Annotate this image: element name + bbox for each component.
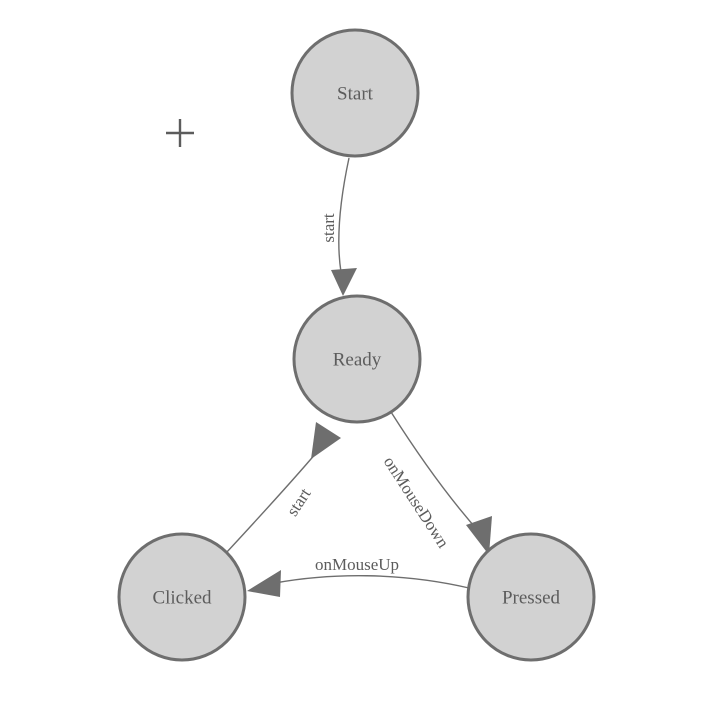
edge-pressed-to-clicked-label: onMouseUp: [315, 555, 399, 574]
node-clicked[interactable]: Clicked: [117, 532, 247, 662]
edge-ready-to-pressed[interactable]: onMouseDown: [380, 411, 492, 555]
node-clicked-label: Clicked: [152, 587, 212, 608]
node-ready-circle: [292, 294, 422, 424]
node-start[interactable]: Start: [290, 28, 420, 158]
node-ready-label: Ready: [333, 349, 382, 370]
edge-pressed-to-clicked[interactable]: onMouseUp: [247, 555, 470, 597]
node-clicked-circle: [117, 532, 247, 662]
node-pressed[interactable]: Pressed: [466, 532, 596, 662]
edge-start-to-ready-label: start: [319, 213, 338, 243]
crosshair-marker-icon: [166, 119, 194, 147]
edge-start-to-ready-arrowhead: [331, 268, 357, 296]
node-start-label: Start: [337, 83, 374, 104]
edge-clicked-to-ready[interactable]: start: [225, 422, 341, 554]
edge-pressed-to-clicked-arrowhead: [247, 570, 281, 597]
edge-ready-to-pressed-label: onMouseDown: [380, 453, 453, 552]
edge-start-to-ready-line: [338, 157, 350, 273]
edge-pressed-to-clicked-line: [274, 574, 470, 589]
node-pressed-circle: [466, 532, 596, 662]
node-start-circle: [290, 28, 420, 158]
edge-start-to-ready[interactable]: start: [319, 157, 357, 296]
node-ready[interactable]: Ready: [292, 294, 422, 424]
edge-clicked-to-ready-arrowhead: [311, 422, 341, 459]
node-pressed-label: Pressed: [502, 587, 561, 608]
edge-ready-to-pressed-arrowhead: [466, 516, 492, 555]
edge-clicked-to-ready-label: start: [283, 484, 315, 519]
